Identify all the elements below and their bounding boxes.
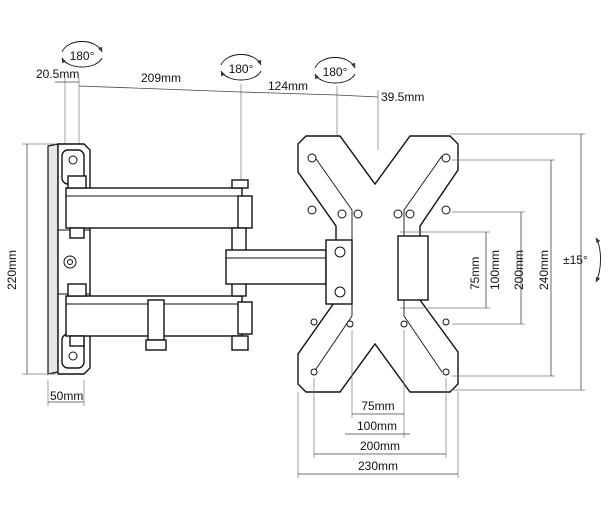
vesa-width-230: 230mm <box>358 459 398 473</box>
articulating-arms <box>65 175 327 351</box>
vesa-horizontal-dimension-lines <box>297 330 459 478</box>
vesa-height-100: 100mm <box>488 250 502 290</box>
wall-pivot-rotation-label: 180° <box>70 49 95 63</box>
vesa-plate <box>297 135 459 393</box>
arm-pivot-rotation-badge: 180° <box>220 54 262 81</box>
vesa-width-200: 200mm <box>360 439 400 453</box>
tilt-label: ±15° <box>563 253 588 267</box>
vesa-vertical-dimension-lines <box>400 133 585 391</box>
vesa-width-75: 75mm <box>361 399 394 413</box>
wall-plate-dimension-lines <box>22 143 85 406</box>
arm-pivot-rotation-label: 180° <box>229 62 254 76</box>
offset-right-dimension: 39.5mm <box>381 90 424 104</box>
wall-plate-width-dimension: 50mm <box>50 389 83 403</box>
wall-plate-height-dimension: 220mm <box>5 250 19 290</box>
arm2-length-dimension: 124mm <box>268 79 308 93</box>
vesa-height-75: 75mm <box>468 257 482 290</box>
offset-left-dimension: 20.5mm <box>36 67 79 81</box>
head-pivot-rotation-badge: 180° <box>314 57 356 84</box>
tilt-indicator: ±15° <box>563 237 601 283</box>
head-pivot-rotation-label: 180° <box>323 65 348 79</box>
vesa-width-100: 100mm <box>357 419 397 433</box>
wall-pivot-rotation-badge: 180° <box>61 41 103 68</box>
arm1-length-dimension: 209mm <box>141 71 181 85</box>
vesa-height-200: 200mm <box>512 250 526 290</box>
vesa-height-240: 240mm <box>537 250 551 290</box>
